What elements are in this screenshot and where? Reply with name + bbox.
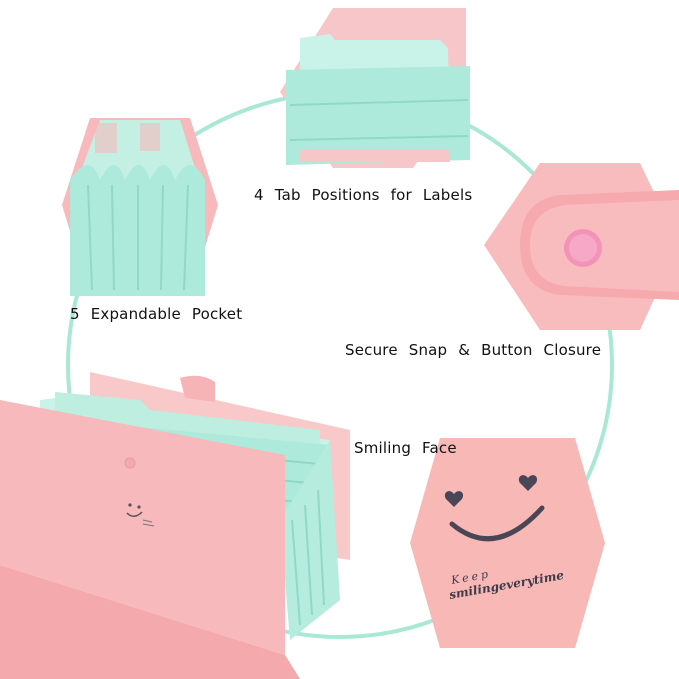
expandable-pocket-hexagon bbox=[62, 118, 218, 296]
smiling-face-hexagon: Keep smilingeverytime bbox=[410, 438, 605, 648]
heart-eye-right-icon bbox=[518, 475, 538, 491]
heart-eye-left-icon bbox=[444, 491, 464, 507]
caption-snap-closure: Secure Snap & Button Closure bbox=[345, 341, 602, 359]
smile-mouth-icon bbox=[449, 505, 545, 542]
expanding-file-folder bbox=[0, 372, 350, 679]
caption-tab-positions: 4 Tab Positions for Labels bbox=[254, 186, 473, 204]
caption-smiling-face: Smiling Face bbox=[354, 439, 457, 457]
snap-closure-hexagon bbox=[484, 163, 679, 330]
tab-positions-hexagon bbox=[280, 8, 470, 168]
caption-expandable-pocket: 5 Expandable Pocket bbox=[70, 305, 243, 323]
